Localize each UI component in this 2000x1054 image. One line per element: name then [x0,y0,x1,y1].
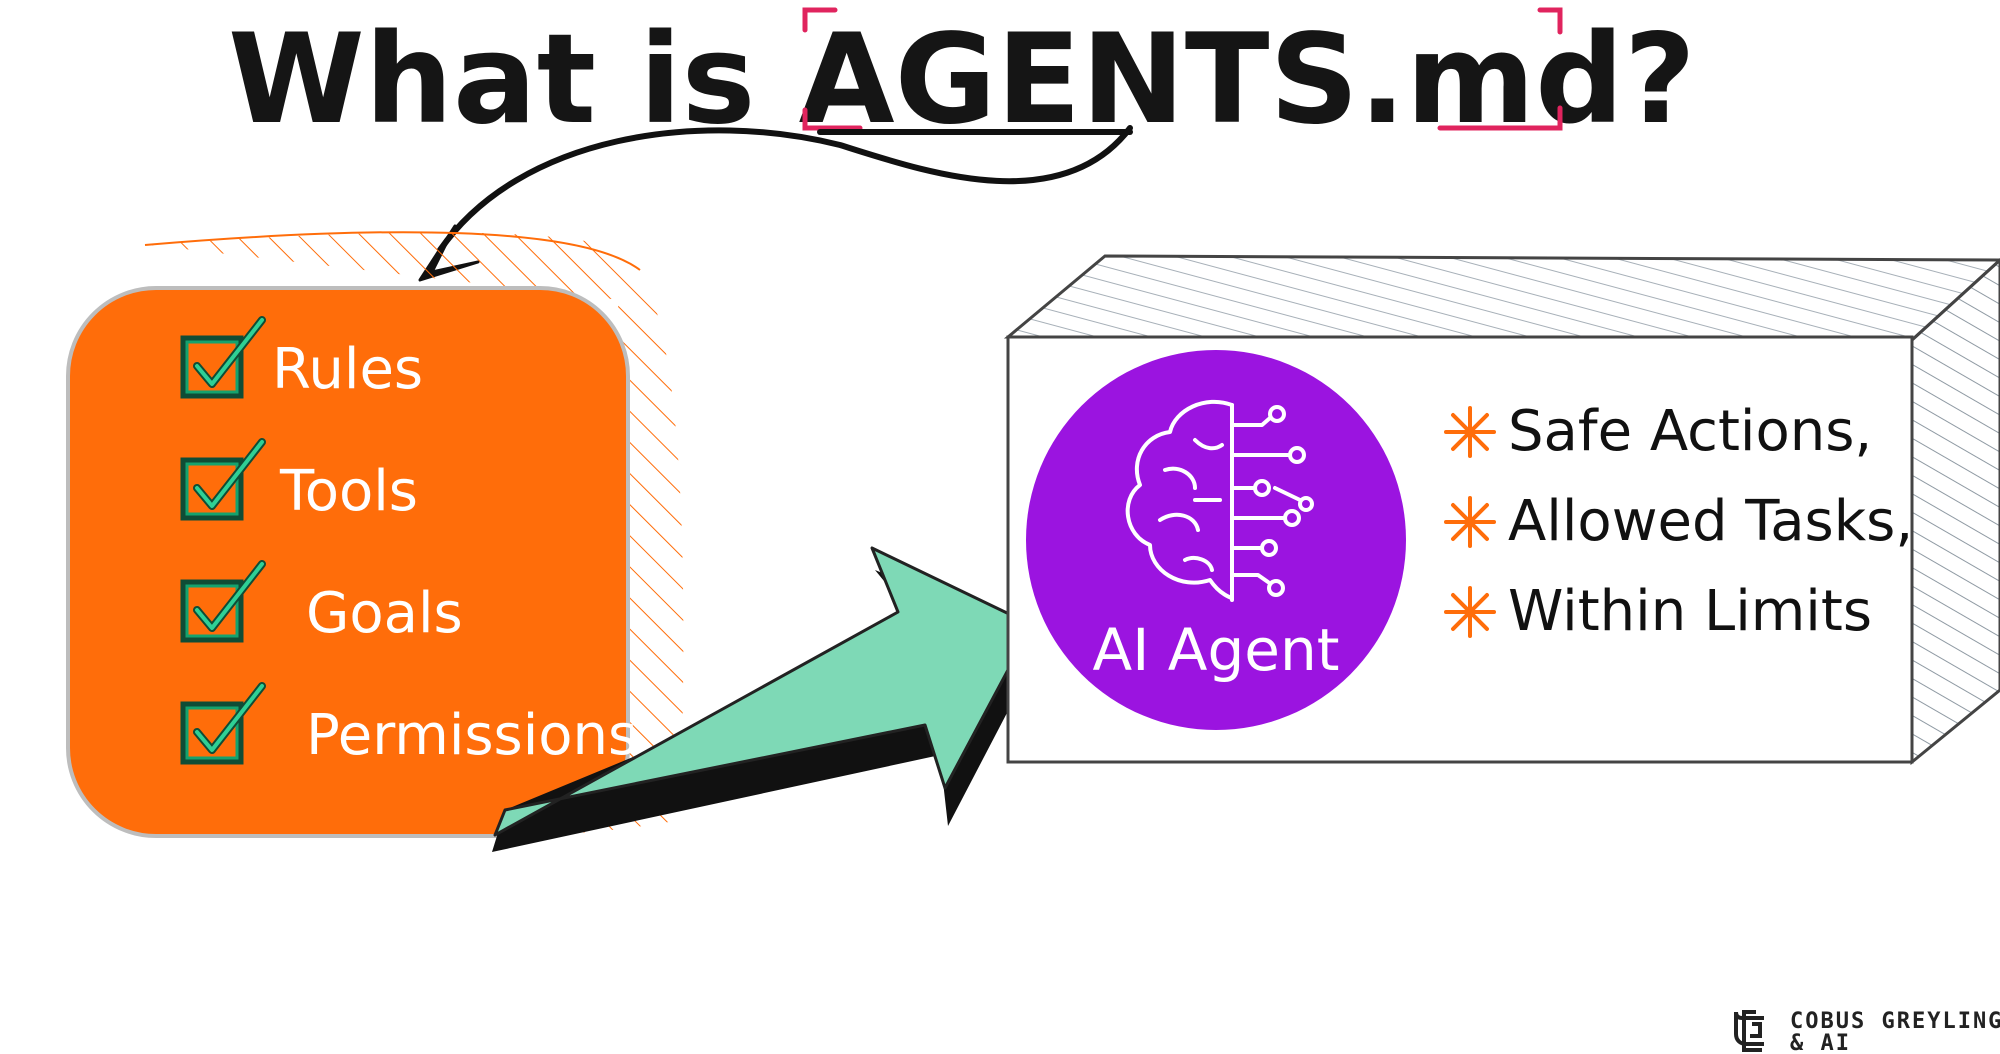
outcome-item-text: Within Limits [1508,579,1872,644]
brand-line1: COBUS GREYLING [1790,1009,2000,1034]
checklist-item-label: Permissions [306,703,637,768]
checkbox-checked-icon [180,682,266,765]
agent-box-top [1003,254,2000,342]
outcome-item: Safe Actions, [1444,399,1872,464]
checkbox-checked-icon [180,438,266,521]
checklist-item: Permissions [180,682,637,768]
checklist-item-label: Rules [272,337,423,402]
checklist-item-label: Goals [306,581,463,646]
outcome-items: Safe Actions, Allowed Tasks, Within Limits [1444,399,1913,644]
svg-text:What is AGENTS.md?: What is AGENTS.md? [228,8,1696,152]
flow-arrow [492,546,1045,852]
outcome-item: Within Limits [1444,579,1872,644]
checklist-item: Tools [180,438,418,524]
title: What is AGENTS.md? [228,7,1696,152]
brand-logo-icon [1734,1010,1764,1052]
brand-line2: & AI [1790,1031,1851,1054]
checklist-card-body [66,286,630,838]
outcome-item-text: Safe Actions, [1508,399,1872,464]
asterisk-icon [1444,406,1496,458]
outcome-item-text: Allowed Tasks, [1508,489,1913,554]
checklist-item-label: Tools [279,459,418,524]
outcome-item: Allowed Tasks, [1444,489,1913,554]
asterisk-icon [1444,586,1496,638]
checklist-item: Goals [180,560,463,646]
checkbox-checked-icon [180,316,266,399]
agent-label: AI Agent [1093,616,1340,684]
checkbox-checked-icon [180,560,266,643]
flow-arrow-body [493,546,1034,837]
brain-circuit-icon [1125,399,1314,602]
checklist-item: Rules [180,316,423,402]
agent-circle: AI Agent [1026,350,1406,730]
brand: COBUS GREYLING & AI [1734,1009,2000,1054]
title-highlight-brackets [802,7,1563,131]
agent-box: AI Agent Safe Actions, Allowed Tasks, With… [1003,254,2000,766]
agent-box-side [1910,257,2000,766]
title-suffix: ? [1624,8,1696,152]
asterisk-icon [1444,496,1496,548]
